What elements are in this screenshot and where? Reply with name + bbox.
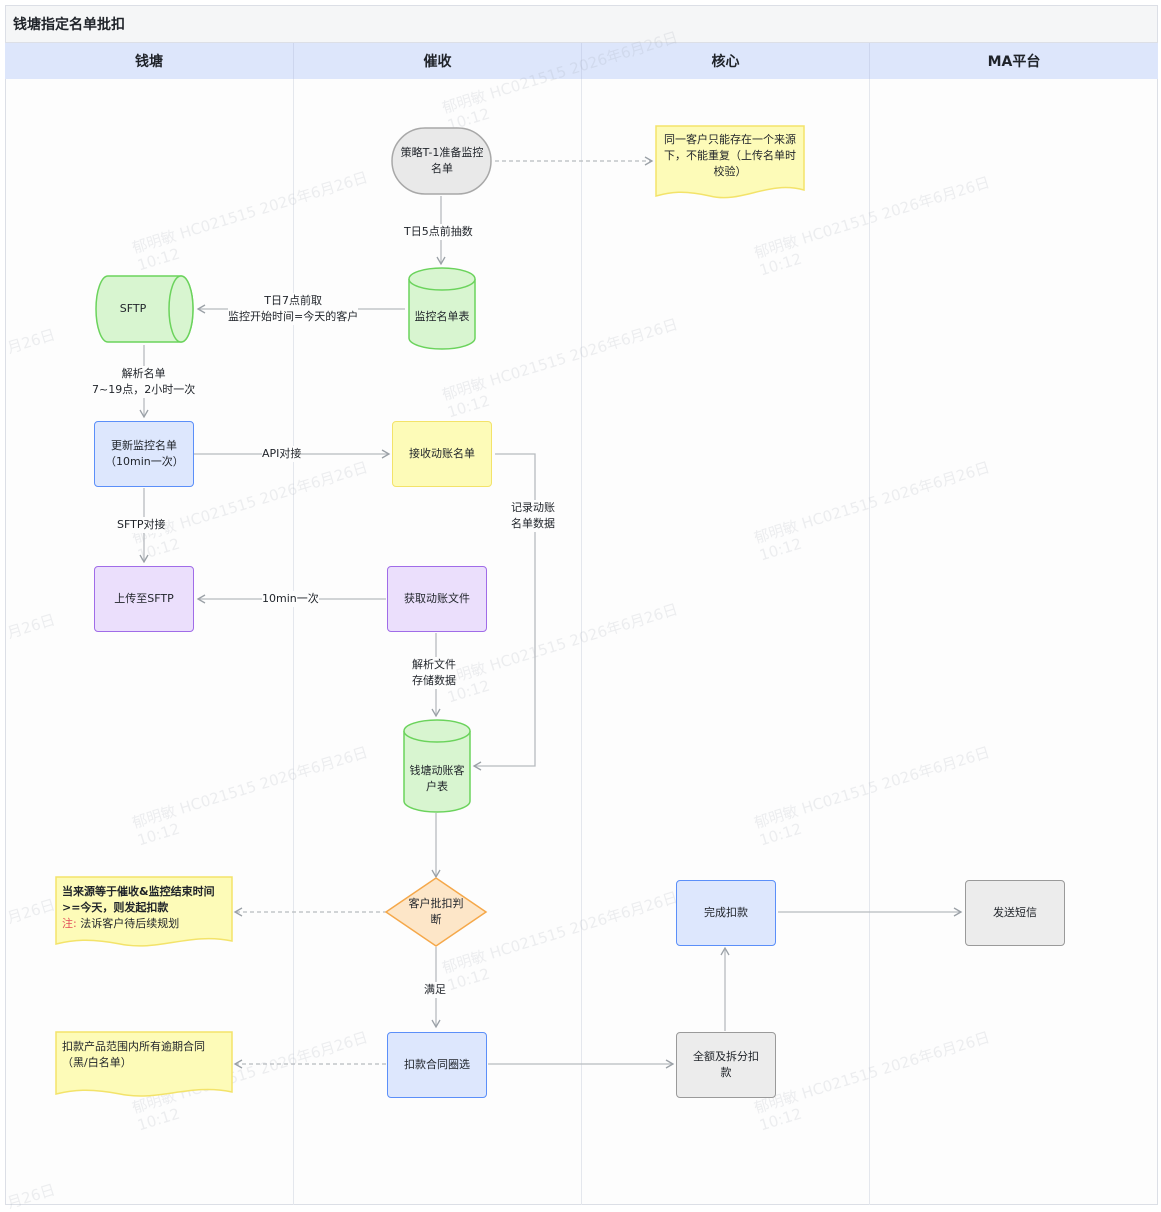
send-sms-node: 发送短信 (965, 880, 1065, 946)
note-unique: 同一客户只能存在一个来源下，不能重复（上传名单时校验） (664, 133, 796, 178)
page-title: 钱塘指定名单批扣 (13, 17, 125, 33)
edge-label-api: API对接 (262, 446, 302, 462)
customer-table-db-icon (403, 719, 471, 813)
edge-label-parse-file: 解析文件 存储数据 (412, 657, 456, 689)
edge-label-satisfy: 满足 (424, 982, 446, 998)
edge-receive-to-customer (472, 453, 536, 771)
lane-divider (581, 79, 582, 1205)
title-bar: 钱塘指定名单批扣 (5, 5, 1158, 43)
sftp-node: SFTP (119, 302, 147, 315)
full-split-node: 全额及拆分扣款 (676, 1032, 776, 1098)
note-rule-line2: >=今天，则发起扣款 (62, 901, 169, 914)
strategy-node: 策略T-1准备监控名单 (400, 146, 484, 175)
receive-list-node: 接收动账名单 (392, 421, 492, 487)
edge-label-sftp: SFTP对接 (117, 517, 166, 533)
select-contract-node: 扣款合同圈选 (387, 1032, 487, 1098)
customer-table-node: 钱塘动账客户表 (409, 764, 465, 793)
sftp-db-icon (95, 275, 194, 343)
lane-header-qiantang: 钱塘 (5, 43, 294, 79)
note-rule: 当来源等于催收&监控结束时间 >=今天，则发起扣款 注: 法诉客户待后续规划 (58, 882, 230, 934)
note-scope: 扣款产品范围内所有逾期合同（黑/白名单） (62, 1040, 205, 1069)
note-unique-shape (655, 125, 805, 199)
note-rule-shape (55, 876, 233, 947)
edge-label-parse: 解析名单 7~19点，2小时一次 (92, 366, 196, 398)
lane-divider (869, 79, 870, 1205)
complete-node: 完成扣款 (676, 880, 776, 946)
note-rule-remark: 注: 法诉客户待后续规划 (62, 917, 180, 930)
lane-header-cuishou: 催收 (294, 43, 582, 79)
edge-label-ten-min: 10min一次 (262, 591, 319, 607)
note-rule-line1: 当来源等于催收&监控结束时间 (62, 885, 215, 898)
decision-diamond-shape (384, 877, 488, 947)
lane-header-ma: MA平台 (870, 43, 1158, 79)
monitor-table-node: 监控名单表 (414, 310, 470, 323)
lane-divider (293, 79, 294, 1205)
decision-node: 客户批扣判断 (408, 897, 464, 926)
edge-label-record: 记录动账 名单数据 (511, 500, 555, 532)
monitor-table-db-icon (408, 267, 476, 350)
strategy-terminal-shape (391, 127, 492, 195)
note-scope-shape (55, 1031, 233, 1097)
update-list-node: 更新监控名单（10min一次） (94, 421, 194, 487)
edge-label-t7: T日7点前取 监控开始时间=今天的客户 (228, 293, 359, 325)
edge-label-t5: T日5点前抽数 (404, 224, 473, 240)
lane-header-hexin: 核心 (582, 43, 870, 79)
upload-sftp-node: 上传至SFTP (94, 566, 194, 632)
get-file-node: 获取动账文件 (387, 566, 487, 632)
